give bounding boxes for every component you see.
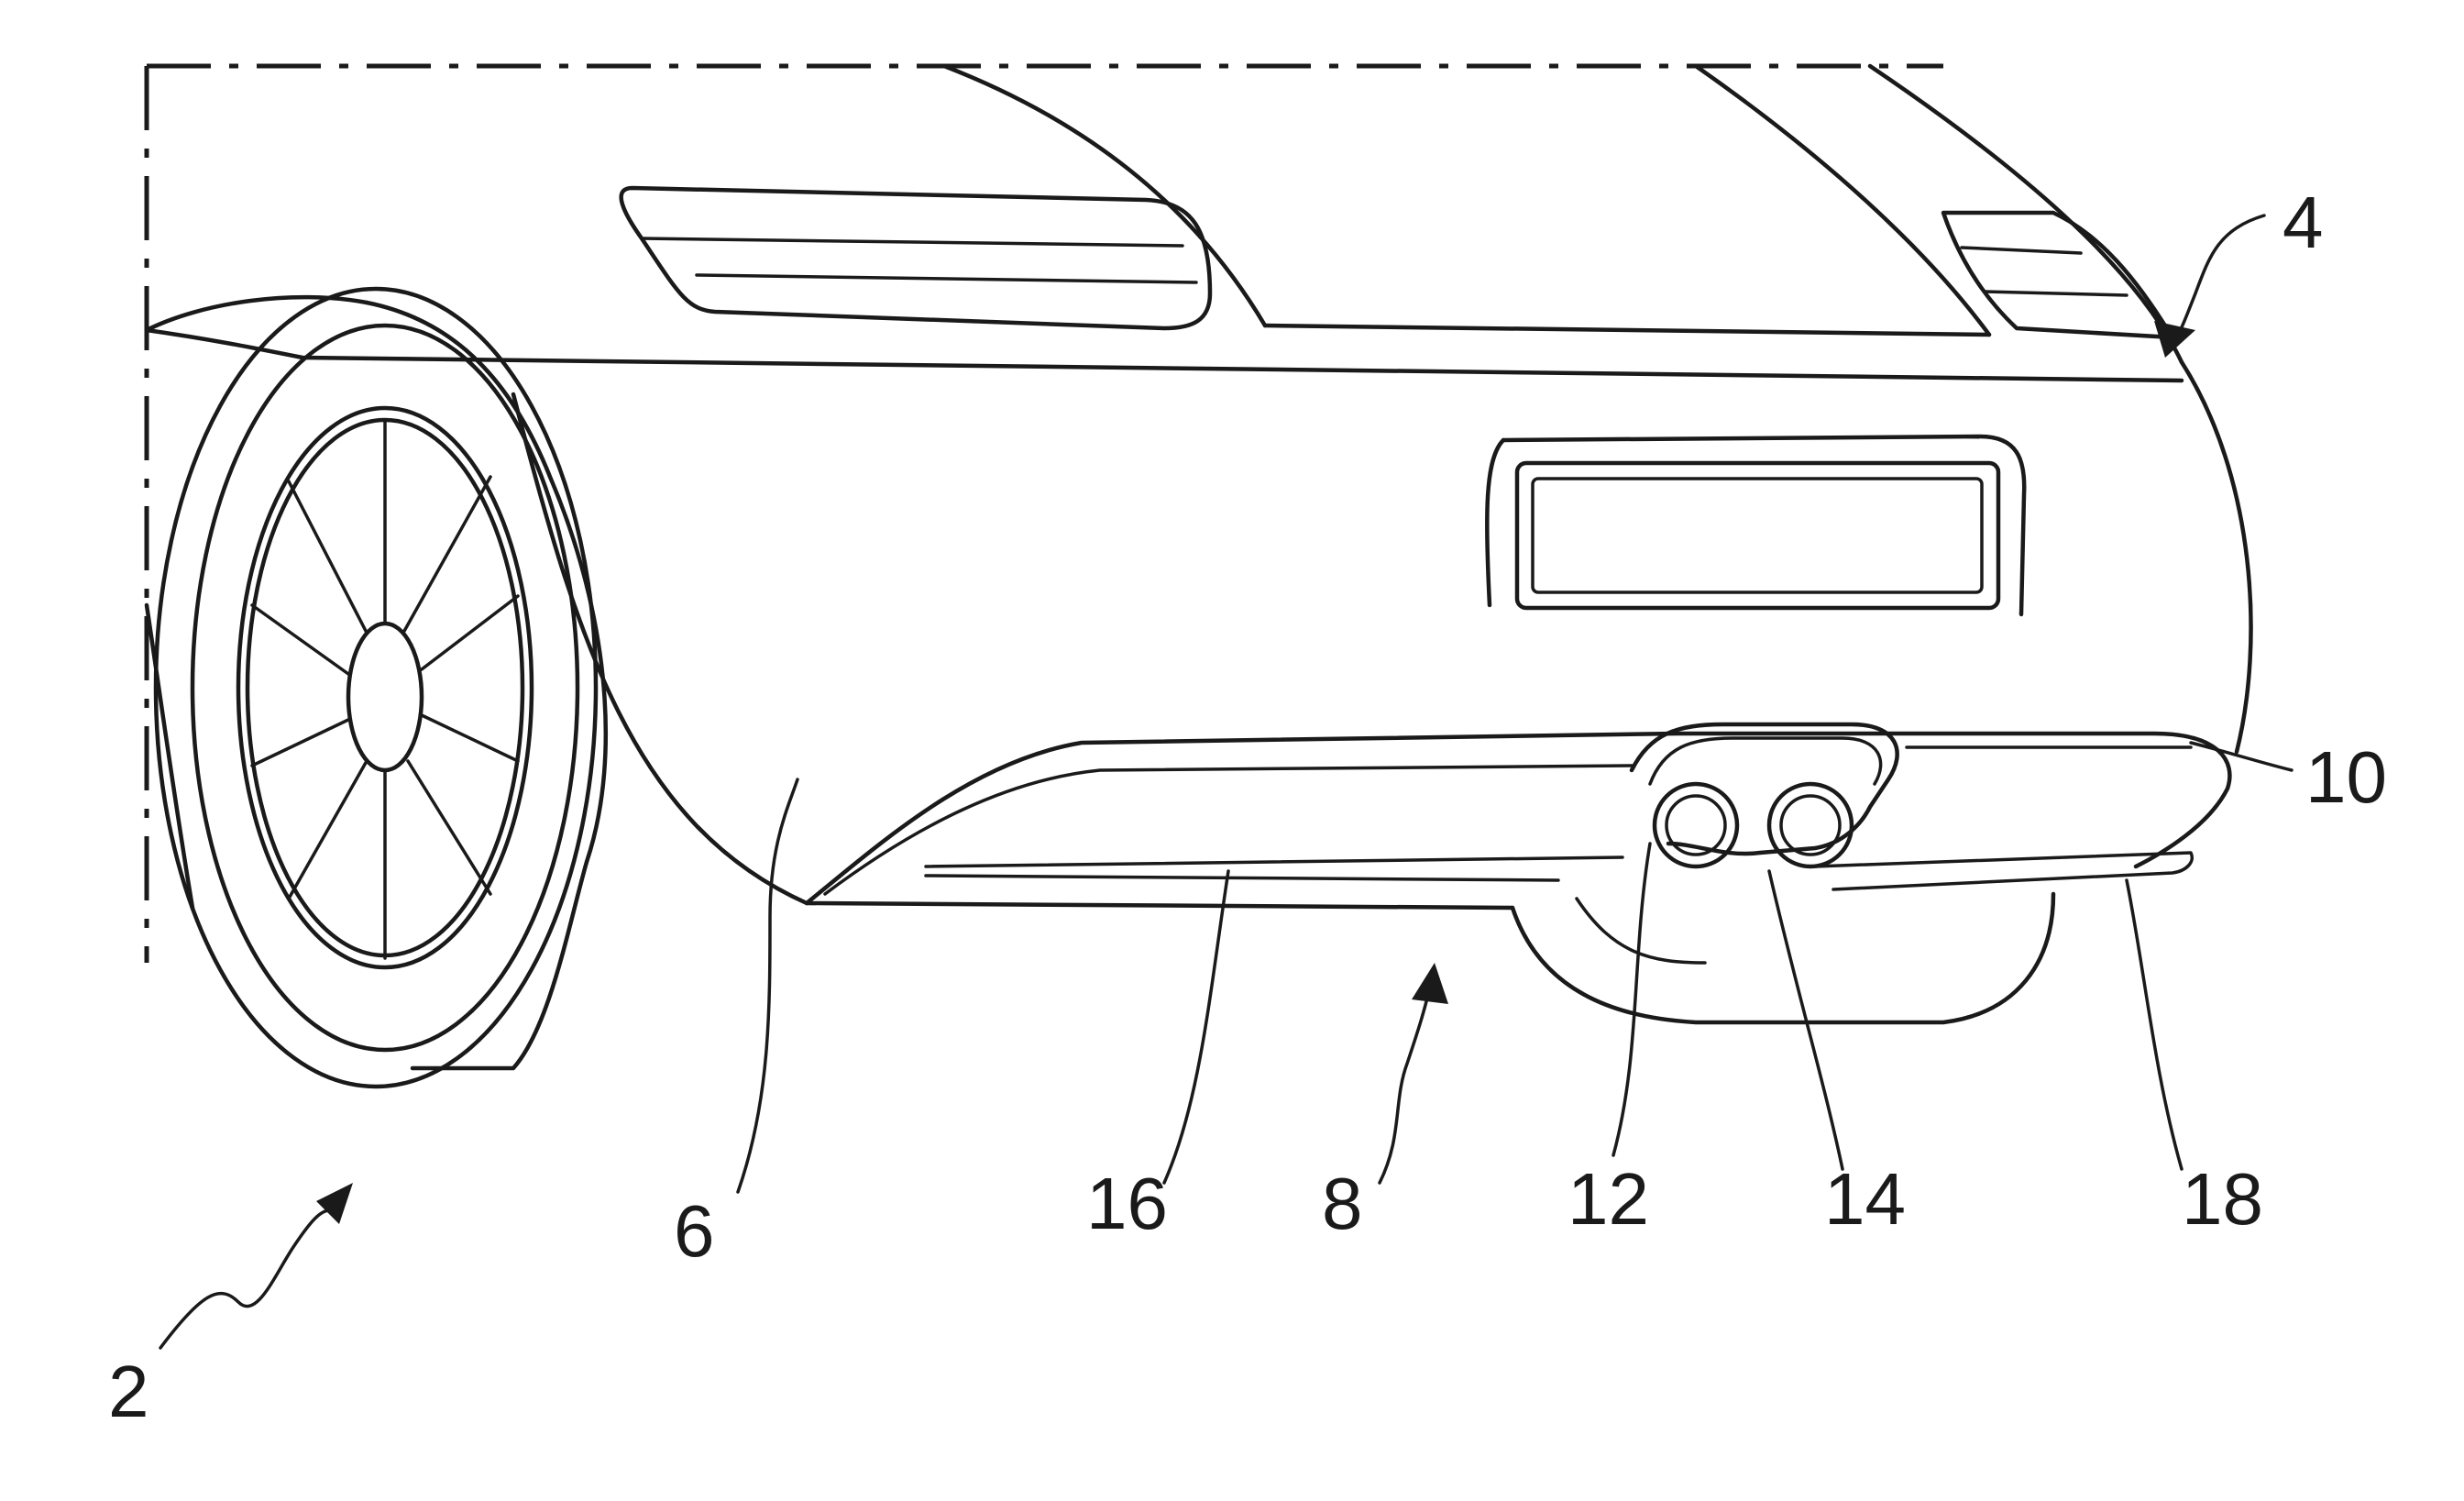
- reference-numerals: 2 4 6 8 10 12 14 16 18: [108, 182, 2387, 1432]
- leader-lines: [159, 214, 2294, 1350]
- sheet-background: [28, 28, 2436, 1462]
- ref-label-12: 12: [1568, 1158, 1649, 1240]
- wheel: [144, 286, 608, 1089]
- ref-label-14: 14: [1824, 1158, 1906, 1240]
- centerlines: [144, 63, 1943, 963]
- ref-label-6: 6: [674, 1190, 715, 1272]
- ref-label-10: 10: [2305, 736, 2387, 818]
- ref-label-8: 8: [1322, 1163, 1363, 1244]
- ref-label-2: 2: [108, 1351, 149, 1432]
- ref-label-18: 18: [2182, 1158, 2263, 1240]
- ref-label-4: 4: [2282, 182, 2324, 263]
- ref-label-16: 16: [1086, 1163, 1168, 1244]
